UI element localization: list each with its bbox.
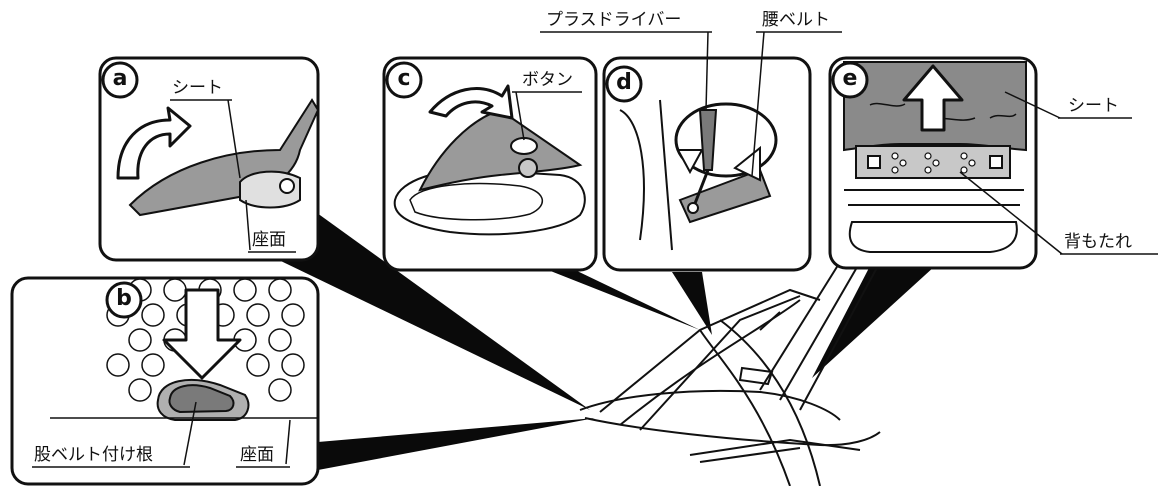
seat-pattern-circle [141,303,165,327]
panel-a [98,56,320,262]
arrow-up-icon [902,64,964,132]
panel-c-badge: c [397,66,411,91]
hinge-bolt-a [279,178,295,194]
backrest-vents [891,152,976,174]
panel-c [382,56,598,272]
arrow-curved-icon [116,106,192,180]
seat-pattern-circle [141,353,165,377]
waist-belt-strap [678,168,772,224]
panel-e-badge: e [842,66,858,91]
panel-b [10,276,320,486]
panel-a-badge-circle [101,61,139,99]
seat-pattern-circle [233,278,257,302]
label-d-waist-belt: 腰ベルト [762,10,830,30]
seat-pattern-circle [128,378,152,402]
leader-e-seat [1004,91,1061,119]
panel-b-badge-circle [105,281,143,319]
leader-a-base [245,199,251,251]
seat-pattern-circle [281,353,305,377]
rotation-ring-d [674,102,778,178]
wedge-d [672,272,712,335]
clip-left [867,155,881,169]
seat-pattern-circle [268,278,292,302]
seat-inner-c [409,182,543,221]
seat-pattern-circle [268,328,292,352]
leader-d-driver [705,31,709,111]
panel-d-badge-circle [605,65,643,103]
label-d-screwdriver: プラスドライバー [546,10,682,30]
panel-e-badge-circle [831,61,869,99]
cover-wrinkle-3 [989,113,1017,119]
frame-tube-d [619,109,645,241]
screw-d [687,202,699,214]
seat-pattern-circles [106,278,305,402]
panel-b-badge: b [116,286,132,311]
arrow-down-icon [162,288,242,380]
wedge-e [812,266,935,378]
crotch-belt-buckle [168,384,235,414]
wedge-a [258,205,590,410]
seat-pattern-circle [281,303,305,327]
leader-b-belt [183,401,197,466]
seat-pattern-circle [106,353,130,377]
panel-d [540,31,842,272]
connector-wedges [258,205,935,470]
arrow-curved-icon [676,149,704,175]
stroller-illustration [579,261,881,487]
panel-d-badge: d [616,70,632,95]
arrow-curved-icon [428,84,514,120]
wedge-b [318,418,595,470]
seat-pattern-circle [268,378,292,402]
label-a-seat-base: 座面 [252,230,286,250]
wedge-c [548,270,700,330]
button-c-outer [510,137,538,155]
seat-pattern-circle [246,353,270,377]
clip-right [989,155,1003,169]
screwdriver-shaft [692,169,710,207]
seat-pattern-circle [128,328,152,352]
panel-e [828,56,1158,270]
screwdriver-icon [698,109,718,171]
leader-d-belt [751,31,765,177]
frame-tube-d2 [659,99,673,251]
leader-a-seat [227,99,241,179]
seat-cover-flap-c [418,108,583,192]
label-b-seat-base: 座面 [240,445,274,465]
leader-c-button [515,91,525,141]
seat-frame-e [844,189,1024,253]
label-a-seat-cover: シート [172,78,223,98]
button-c-knob [518,158,538,178]
label-e-backrest: 背もたれ [1064,232,1132,252]
label-e-seat-cover: シート [1068,96,1119,116]
panel-c-badge-circle [385,61,423,99]
seat-pattern-circle [163,278,187,302]
leader-e-back [959,171,1063,255]
label-b-crotch-belt: 股ベルト付け根 [34,445,153,465]
seat-pattern-circle [246,303,270,327]
label-c-button: ボタン [522,70,573,90]
cover-wrinkle-1 [869,102,906,107]
panel-a-badge: a [112,66,128,91]
leader-b-base [285,419,291,465]
